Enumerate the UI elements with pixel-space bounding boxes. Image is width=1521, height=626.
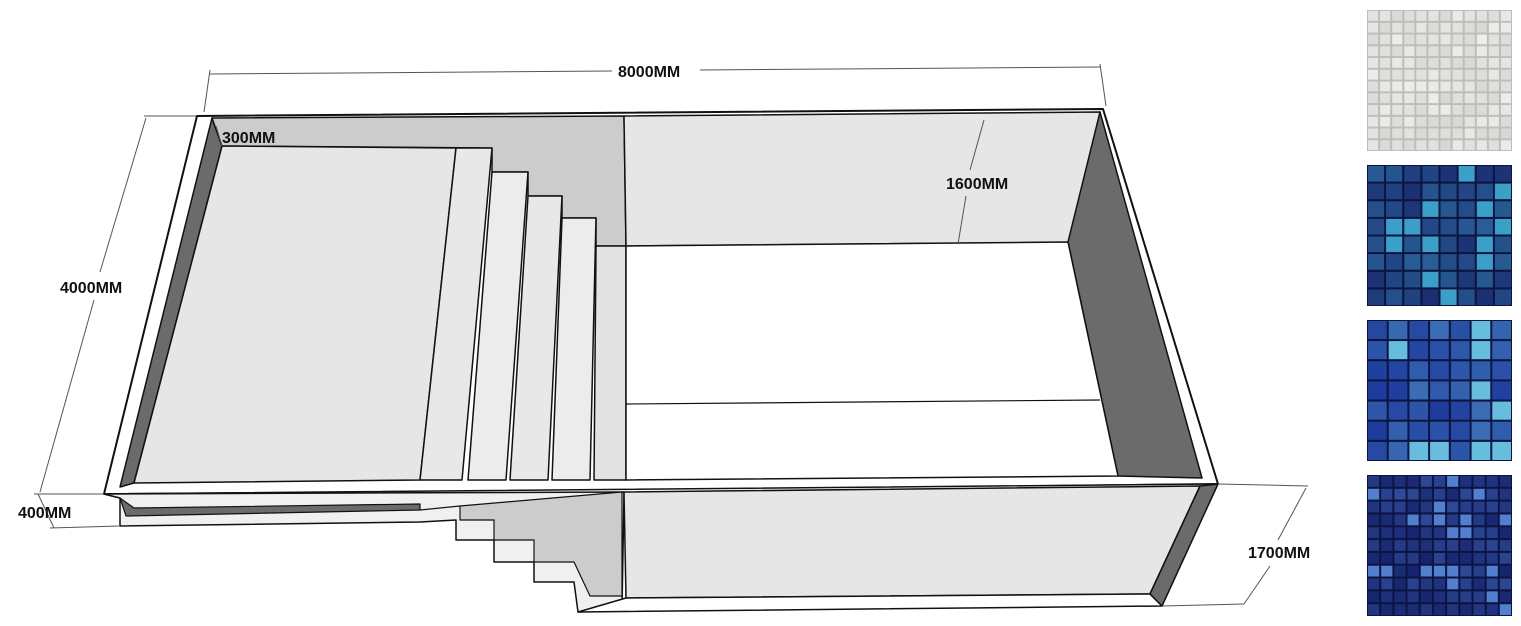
shallow-depth-label: 1600MM bbox=[946, 176, 1008, 193]
tile-swatch-pearl bbox=[1367, 10, 1512, 151]
step-2 bbox=[467, 171, 529, 481]
step-side bbox=[593, 245, 627, 481]
iridescent-blue-mixed-mosaic-mosaic bbox=[1367, 165, 1512, 306]
step-4 bbox=[551, 217, 597, 481]
blue-iridescent-square-mosaic-mosaic bbox=[1367, 320, 1512, 461]
width-label: 4000MM bbox=[60, 280, 122, 297]
deep-floor-break bbox=[625, 399, 1101, 405]
tile-swatch-blue-square bbox=[1367, 320, 1512, 461]
dimension-lines bbox=[34, 63, 1309, 607]
tile-swatch-iridescent-mixed bbox=[1367, 165, 1512, 306]
deep-back-wall bbox=[623, 111, 1101, 247]
deep-floor bbox=[625, 241, 1119, 481]
step-1 bbox=[419, 147, 493, 481]
step-height-label: 300MM bbox=[222, 130, 275, 147]
pearl-white-mosaic-mosaic bbox=[1367, 10, 1512, 151]
front-inner-dark bbox=[119, 497, 421, 517]
pool-3d-model bbox=[103, 108, 1219, 613]
length-label: 8000MM bbox=[618, 64, 680, 81]
rim-height-label: 400MM bbox=[18, 505, 71, 522]
dark-blue-iridescent-small-mosaic-mosaic bbox=[1367, 475, 1512, 616]
step-3 bbox=[509, 195, 563, 481]
front-face-deep bbox=[623, 485, 1201, 599]
tile-swatch-dark-blue-small bbox=[1367, 475, 1512, 616]
front-face-stepped-grey bbox=[419, 491, 623, 597]
deep-depth-label: 1700MM bbox=[1248, 545, 1310, 562]
